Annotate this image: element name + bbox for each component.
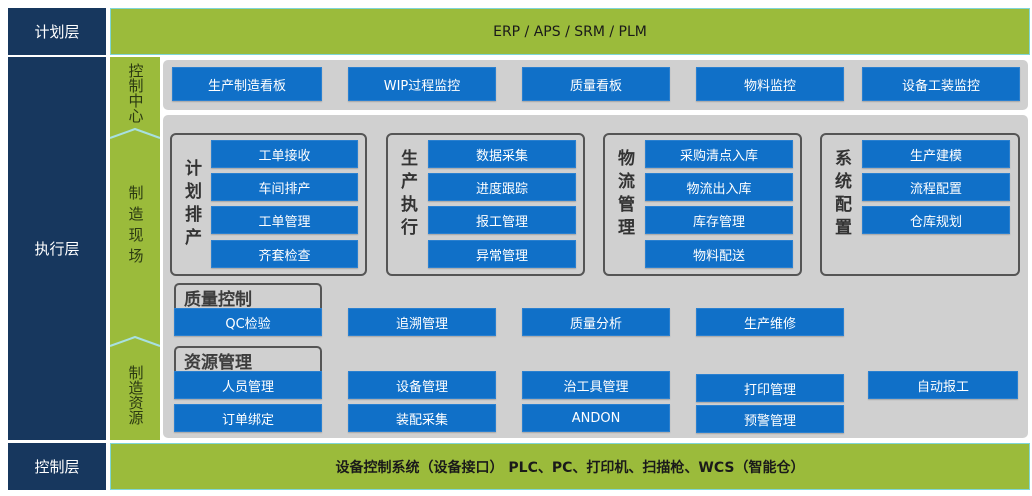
quality-control-title: 质量控制 xyxy=(174,283,322,310)
group-item[interactable]: 流程配置 xyxy=(862,173,1010,201)
group-item[interactable]: 库存管理 xyxy=(645,206,793,234)
group-item[interactable]: 异常管理 xyxy=(428,240,576,268)
group-title-text: 生产执行 xyxy=(397,149,417,241)
group-title: 物流管理 xyxy=(605,135,643,274)
resource-management-title: 资源管理 xyxy=(174,346,322,373)
group-planning: 计划排产 xyxy=(170,133,367,276)
group-item[interactable]: 物流出入库 xyxy=(645,173,793,201)
cc-button-wip-monitor[interactable]: WIP过程监控 xyxy=(348,67,496,101)
group-title: 生产执行 xyxy=(388,135,426,274)
quality-item[interactable]: 质量分析 xyxy=(522,308,670,336)
group-title-text: 计划排产 xyxy=(181,158,201,251)
layer-label-plan: 计划层 xyxy=(8,8,106,55)
group-item[interactable]: 仓库规划 xyxy=(862,206,1010,234)
control-layer-bar: 设备控制系统（设备接口） PLC、PC、打印机、扫描枪、WCS（智能仓） xyxy=(110,443,1030,490)
cc-button-production-board[interactable]: 生产制造看板 xyxy=(172,67,322,101)
cc-button-quality-board[interactable]: 质量看板 xyxy=(522,67,670,101)
group-item[interactable]: 报工管理 xyxy=(428,206,576,234)
cc-button-equipment-monitor[interactable]: 设备工装监控 xyxy=(862,67,1020,101)
group-title-text: 物流管理 xyxy=(614,149,634,241)
group-item[interactable]: 工单接收 xyxy=(211,140,358,168)
chevron-divider-icon xyxy=(110,127,160,139)
group-item[interactable]: 进度跟踪 xyxy=(428,173,576,201)
side-label-resources: 制造资源 xyxy=(126,364,145,425)
group-item[interactable]: 齐套检查 xyxy=(211,240,358,268)
cc-button-material-monitor[interactable]: 物料监控 xyxy=(696,67,844,101)
group-execution: 生产执行 xyxy=(386,133,585,276)
group-item[interactable]: 采购清点入库 xyxy=(645,140,793,168)
group-title: 系统配置 xyxy=(822,135,860,274)
resource-item[interactable]: 人员管理 xyxy=(174,371,322,399)
resource-item[interactable]: 设备管理 xyxy=(348,371,496,399)
side-strip: 控制中心 制造现场 制造资源 xyxy=(110,57,160,440)
group-title: 计划排产 xyxy=(172,135,210,274)
quality-item[interactable]: 追溯管理 xyxy=(348,308,496,336)
group-item[interactable]: 数据采集 xyxy=(428,140,576,168)
resource-item[interactable]: 装配采集 xyxy=(348,404,496,432)
group-logistics: 物流管理 xyxy=(603,133,802,276)
resource-item[interactable]: ANDON xyxy=(522,404,670,432)
group-system-config: 系统配置 xyxy=(820,133,1020,276)
group-item[interactable]: 工单管理 xyxy=(211,206,358,234)
group-title-text: 系统配置 xyxy=(831,149,851,241)
group-item[interactable]: 生产建模 xyxy=(862,140,1010,168)
plan-layer-bar: ERP / APS / SRM / PLM xyxy=(110,8,1030,55)
layer-label-exec: 执行层 xyxy=(8,57,106,440)
group-item[interactable]: 物料配送 xyxy=(645,240,793,268)
resource-item[interactable]: 订单绑定 xyxy=(174,404,322,432)
quality-item[interactable]: 生产维修 xyxy=(696,308,844,336)
layer-label-control: 控制层 xyxy=(8,443,106,490)
side-label-control-center: 控制中心 xyxy=(126,63,145,123)
resource-item[interactable]: 预警管理 xyxy=(696,405,844,433)
resource-item[interactable]: 打印管理 xyxy=(696,374,844,402)
group-item[interactable]: 车间排产 xyxy=(211,173,358,201)
quality-item[interactable]: QC检验 xyxy=(174,308,322,336)
resource-item[interactable]: 自动报工 xyxy=(868,371,1018,399)
side-label-site: 制造现场 xyxy=(126,185,145,269)
chevron-divider-icon xyxy=(110,335,160,347)
resource-item[interactable]: 治工具管理 xyxy=(522,371,670,399)
